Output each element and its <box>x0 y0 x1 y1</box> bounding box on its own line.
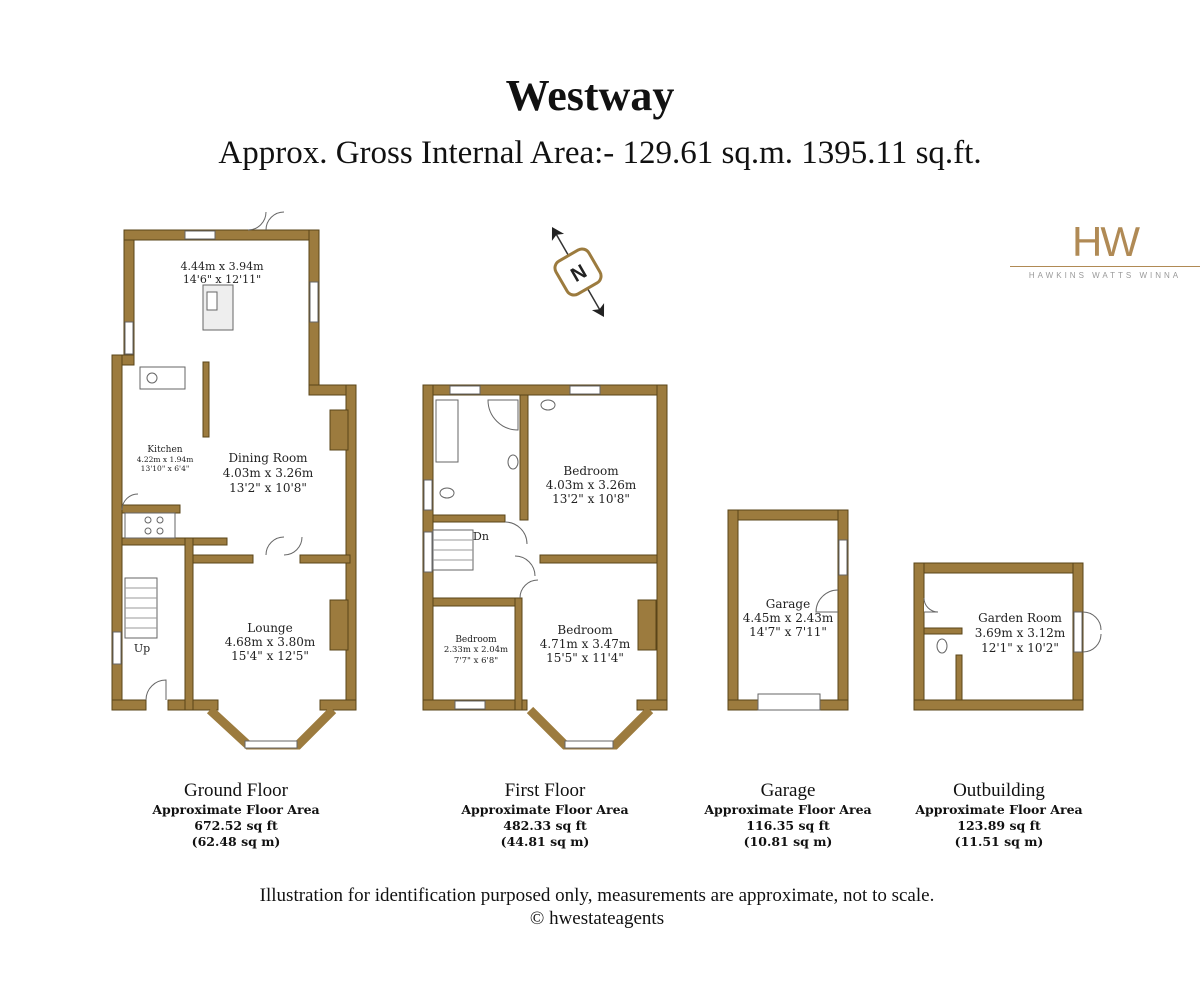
wall <box>913 699 1084 711</box>
bedroom-1-size-imperial: 13'2" x 10'8" <box>552 492 630 506</box>
stairs-up-label: Up <box>134 642 150 655</box>
stairs-down-label: Dn <box>473 530 489 543</box>
wall <box>432 514 506 523</box>
floor-name: First Floor <box>504 780 586 801</box>
first-floor-summary: First Floor Approximate Floor Area 482.3… <box>425 780 665 850</box>
garage-summary: Garage Approximate Floor Area 116.35 sq … <box>668 780 908 850</box>
ground-floor-summary: Ground Floor Approximate Floor Area 672.… <box>116 780 356 850</box>
garden-room-label: Garden Room <box>978 611 1062 625</box>
floor-area-caption: Approximate Floor Area <box>152 802 320 817</box>
wall <box>432 597 516 607</box>
wall <box>319 699 357 711</box>
floor-area-caption: Approximate Floor Area <box>915 802 1083 817</box>
ground-floor-labels: 4.44m x 3.94m 14'6" x 12'11" Kitchen 4.2… <box>134 260 316 663</box>
company-logo: HW HAWKINS WATTS WINNA <box>1010 220 1200 280</box>
wall <box>184 537 194 711</box>
wall <box>519 394 529 521</box>
wall <box>636 699 668 711</box>
floor-name: Outbuilding <box>953 780 1045 801</box>
dining-room-size-imperial: 13'2" x 10'8" <box>229 481 307 495</box>
wall <box>656 384 668 711</box>
floor-area-sqft: 482.33 sq ft <box>503 818 587 833</box>
floor-name: Ground Floor <box>184 780 288 801</box>
compass-box <box>553 247 603 297</box>
disclaimer-footer: Illustration for identification purposed… <box>0 884 1194 930</box>
wall <box>913 562 925 711</box>
bedroom-3-label: Bedroom <box>557 623 613 637</box>
bedroom-3-size-metric: 4.71m x 3.47m <box>540 637 631 651</box>
compass-arrow-north <box>551 226 565 241</box>
dining-room-size-metric: 4.03m x 3.26m <box>223 466 314 480</box>
wall <box>299 554 351 564</box>
bedroom-2-size-metric: 2.33m x 2.04m <box>444 645 508 655</box>
garage-size-imperial: 14'7" x 7'11" <box>749 625 827 639</box>
floor-area-sqm: (11.51 sq m) <box>954 834 1044 849</box>
garage-labels: Garage 4.45m x 2.43m 14'7" x 7'11" <box>743 597 834 639</box>
wall <box>913 562 1084 574</box>
bedroom-2-size-imperial: 7'7" x 6'8" <box>454 656 498 666</box>
floor-name: Garage <box>760 780 816 801</box>
logo-divider <box>1010 266 1200 267</box>
compass-arrow-south <box>591 303 605 318</box>
ground-floor-fixtures <box>112 211 319 749</box>
wall <box>539 554 658 564</box>
floor-area-sqm: (44.81 sq m) <box>500 834 590 849</box>
kitchen-label: Kitchen <box>147 445 182 455</box>
floor-area-sqft: 672.52 sq ft <box>194 818 278 833</box>
wall <box>202 361 210 438</box>
wall <box>111 699 147 711</box>
kitchen-size-imperial: 13'10" x 6'4" <box>141 464 190 473</box>
chimney-breast <box>637 599 657 651</box>
bedroom-1-label: Bedroom <box>563 464 619 478</box>
floor-area-caption: Approximate Floor Area <box>704 802 872 817</box>
bedroom-3-size-imperial: 15'5" x 11'4" <box>546 651 624 665</box>
outbuilding-summary: Outbuilding Approximate Floor Area 123.8… <box>879 780 1119 850</box>
bedroom-1-size-metric: 4.03m x 3.26m <box>546 478 637 492</box>
gross-area-subtitle: Approx. Gross Internal Area:- 129.61 sq.… <box>218 135 982 171</box>
wall <box>121 504 181 514</box>
copyright-text: © hwestateagents <box>529 908 665 929</box>
compass-rose: N <box>551 226 605 318</box>
garden-room-size-imperial: 12'1" x 10'2" <box>981 641 1059 655</box>
floor-area-caption: Approximate Floor Area <box>461 802 629 817</box>
bedroom-2-label: Bedroom <box>455 635 497 645</box>
lounge-label: Lounge <box>247 621 292 635</box>
garden-room-size-metric: 3.69m x 3.12m <box>975 626 1066 640</box>
family-room-size-imperial: 14'6" x 12'11" <box>183 273 261 286</box>
wall <box>123 229 320 241</box>
lounge-size-metric: 4.68m x 3.80m <box>225 635 316 649</box>
kitchen-size-metric: 4.22m x 1.94m <box>137 455 194 464</box>
outbuilding-labels: Garden Room 3.69m x 3.12m 12'1" x 10'2" <box>975 611 1066 655</box>
outbuilding-fixtures <box>923 597 1102 654</box>
garage-fixtures <box>757 539 848 711</box>
garage-label: Garage <box>766 597 810 611</box>
floor-area-sqft: 116.35 sq ft <box>746 818 830 833</box>
chimney-breast <box>329 409 349 451</box>
first-floor-labels: Bedroom 4.03m x 3.26m 13'2" x 10'8" Bedr… <box>444 464 637 666</box>
garage-size-metric: 4.45m x 2.43m <box>743 611 834 625</box>
disclaimer-text: Illustration for identification purposed… <box>259 885 935 906</box>
wall <box>727 509 849 521</box>
page-title: Westway <box>505 71 675 120</box>
logo-mark: HW <box>1072 218 1140 265</box>
wall <box>955 654 963 701</box>
wall <box>192 554 254 564</box>
lounge-size-imperial: 15'4" x 12'5" <box>231 649 309 663</box>
floor-area-sqm: (62.48 sq m) <box>191 834 281 849</box>
wall <box>121 537 228 546</box>
first-floor-fixtures <box>423 385 614 749</box>
wall <box>514 597 523 711</box>
wall <box>923 627 963 635</box>
floor-area-sqm: (10.81 sq m) <box>743 834 833 849</box>
dining-room-label: Dining Room <box>228 451 308 465</box>
logo-name: HAWKINS WATTS WINNA <box>1028 271 1182 280</box>
floor-area-sqft: 123.89 sq ft <box>957 818 1041 833</box>
wall <box>727 509 739 711</box>
chimney-breast <box>329 599 349 651</box>
family-room-size-metric: 4.44m x 3.94m <box>180 260 264 273</box>
